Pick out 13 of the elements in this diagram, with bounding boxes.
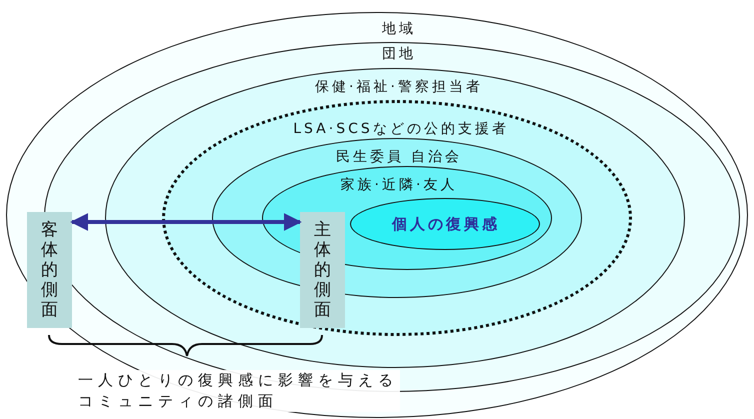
note-text: 一人ひとりの復興感に影響を与えるコミュニティの諸側面	[78, 370, 400, 412]
double-arrow	[70, 213, 302, 231]
center-label: 個人の復興感	[392, 216, 500, 232]
aspect-box	[27, 212, 72, 328]
band-label: 地域	[382, 21, 416, 37]
band-label: 家族·近隣·友人	[340, 177, 458, 193]
band-label: 団地	[382, 46, 416, 62]
band-label: LSA·SCSなどの公的支援者	[293, 121, 509, 137]
box-label: 客体的側面	[41, 220, 58, 320]
box-label: 主体的側面	[314, 220, 331, 320]
band-label: 保健·福祉·警察担当者	[315, 79, 483, 95]
aspect-box	[300, 212, 345, 328]
band-label: 民生委員 自治会	[336, 149, 462, 165]
